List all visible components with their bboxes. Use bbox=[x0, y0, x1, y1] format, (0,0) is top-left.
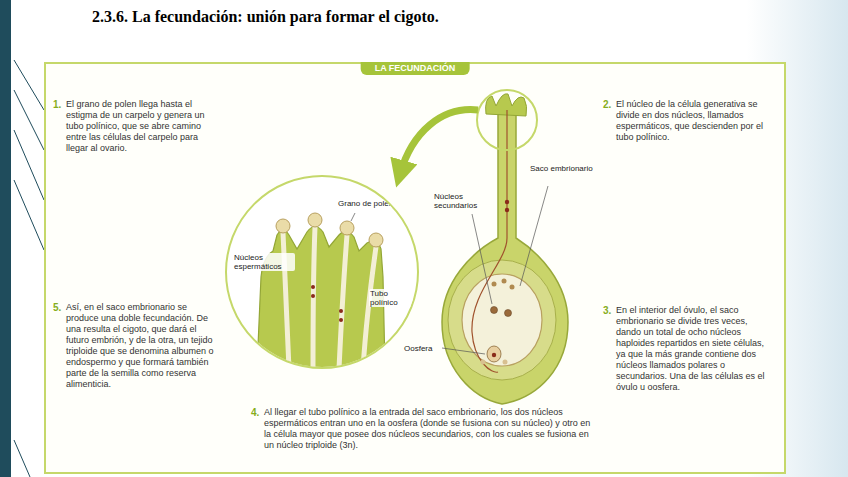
oosfera-nucleus bbox=[492, 353, 496, 357]
pollen-grain bbox=[308, 213, 322, 227]
pollen-grain bbox=[340, 221, 354, 235]
step-text: Al llegar el tubo polínico a la entrada … bbox=[264, 407, 594, 451]
part-label: Saco embrionario bbox=[530, 164, 596, 173]
sperm-nucleus bbox=[505, 200, 509, 204]
step-number: 1. bbox=[53, 99, 61, 110]
sperm-nucleus bbox=[311, 294, 315, 298]
magnifier-circle bbox=[477, 90, 537, 150]
sperm-nucleus bbox=[505, 208, 509, 212]
stigma bbox=[486, 94, 527, 116]
antipodal-nucleus bbox=[502, 279, 507, 284]
carpel bbox=[442, 114, 568, 404]
fecundation-panel: Grano de polenNúcleos espermáticosTubo p… bbox=[44, 62, 786, 474]
leader-line bbox=[520, 186, 548, 286]
leader-line bbox=[472, 214, 492, 304]
part-label: Núcleos espermáticos bbox=[233, 253, 295, 271]
panel-heading: LA FECUNDACIÓN bbox=[361, 62, 470, 75]
ovule bbox=[448, 260, 556, 380]
step-text: Así, en el saco embrionario se produce u… bbox=[66, 302, 214, 390]
diagonal-lines bbox=[14, 60, 44, 477]
synergid bbox=[481, 360, 486, 365]
leader-line bbox=[351, 213, 355, 221]
pollen-tube bbox=[363, 247, 376, 367]
part-label: Núcleos secundarios bbox=[434, 192, 490, 210]
side-bar bbox=[0, 0, 11, 477]
step-number: 4. bbox=[251, 407, 259, 418]
leader-line bbox=[442, 348, 485, 354]
part-label: Grano de polen bbox=[337, 199, 409, 208]
synergid bbox=[503, 360, 508, 365]
step-number: 3. bbox=[603, 305, 611, 316]
pollen-grain bbox=[369, 233, 383, 247]
step-text: El grano de polen llega hasta el estigma… bbox=[66, 99, 214, 154]
step-number: 5. bbox=[53, 302, 61, 313]
antipodal-nucleus bbox=[510, 285, 515, 290]
sperm-nucleus bbox=[311, 285, 315, 289]
sperm-nucleus bbox=[339, 309, 343, 313]
magnified-stigma-circle: Grano de polenNúcleos espermáticosTubo p… bbox=[225, 175, 419, 369]
sperm-nucleus bbox=[339, 318, 343, 322]
antipodal-nucleus bbox=[492, 282, 497, 287]
step-text: El núcleo de la célula generativa se div… bbox=[616, 99, 772, 143]
zoom-arrow bbox=[400, 110, 478, 174]
pollen-grain bbox=[276, 219, 290, 233]
pollen-tube bbox=[339, 235, 347, 367]
stigma-tissue bbox=[257, 227, 385, 368]
secondary-nucleus bbox=[505, 310, 512, 317]
step-number: 2. bbox=[603, 99, 611, 110]
oosfera-cell bbox=[487, 346, 501, 362]
slide-title: 2.3.6. La fecundación: unión para formar… bbox=[92, 8, 439, 26]
secondary-nucleus bbox=[491, 307, 498, 314]
part-label: Oosfera bbox=[404, 344, 442, 353]
step-text: En el interior del óvulo, el saco embrio… bbox=[616, 305, 772, 393]
part-label: Tubo polínico bbox=[369, 289, 413, 307]
